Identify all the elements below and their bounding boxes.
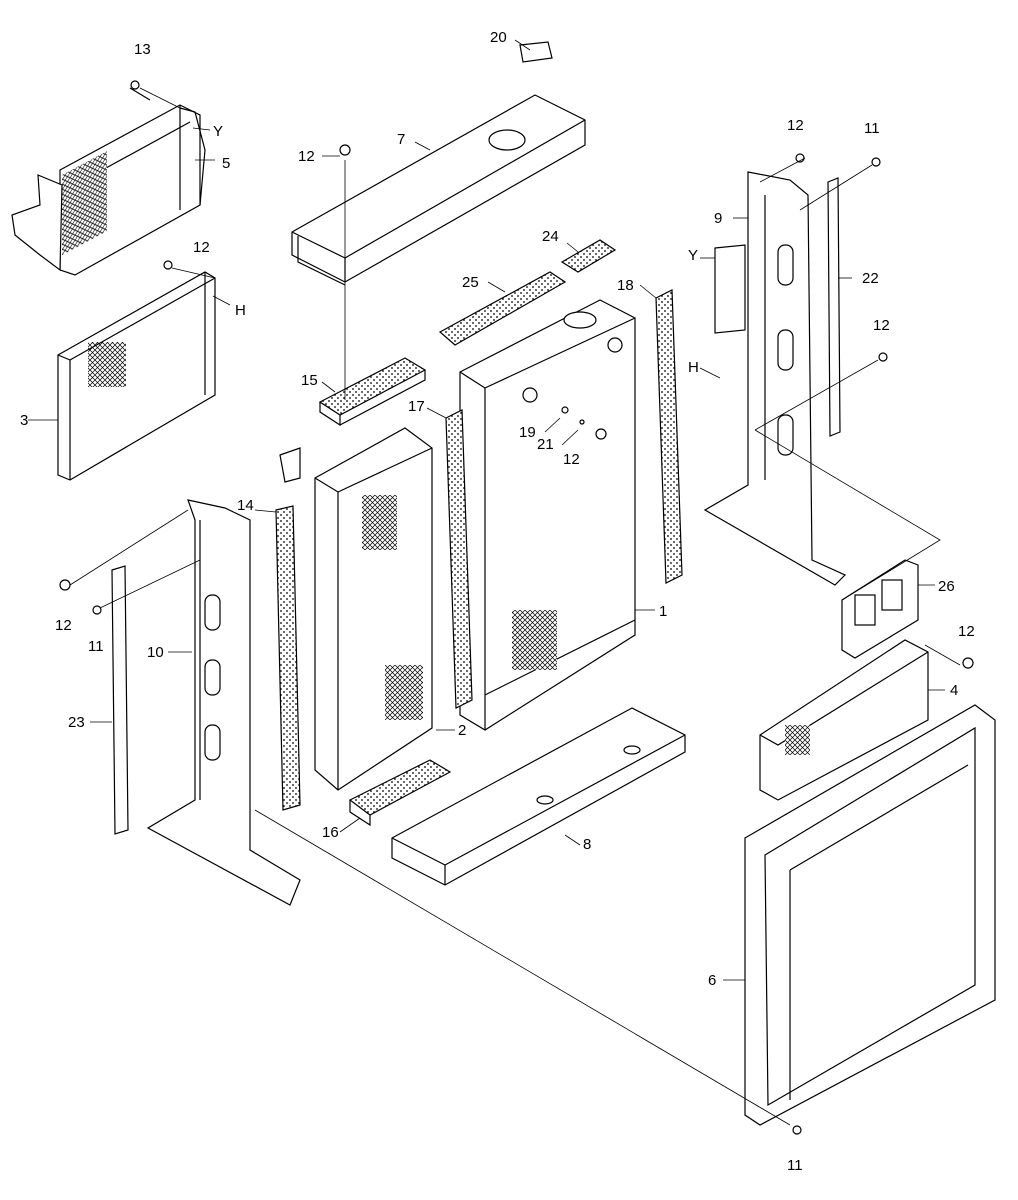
callout-9: 9 — [714, 210, 722, 227]
part-5-intercooler — [11, 87, 206, 276]
callout-24: 24 — [542, 228, 559, 245]
callout-y-b: Y — [688, 247, 698, 264]
callout-leaders — [28, 39, 945, 981]
callout-4: 4 — [950, 682, 958, 699]
callout-11-a: 11 — [88, 638, 104, 655]
part-1-radiator — [459, 299, 636, 731]
part-26-gasket — [841, 559, 919, 659]
callout-14: 14 — [237, 497, 254, 514]
callout-23: 23 — [68, 714, 85, 731]
callout-11-c: 11 — [787, 1157, 803, 1174]
part-9-right-bracket — [703, 171, 847, 586]
bolts — [59, 80, 974, 1135]
part-10-side-bracket — [146, 499, 301, 906]
callout-12-g: 12 — [958, 623, 975, 640]
part-17-strip — [445, 409, 473, 709]
part-8-bottom-tray — [391, 707, 686, 886]
part-14-strip — [275, 505, 301, 811]
callout-12-c: 12 — [563, 451, 580, 468]
callout-18: 18 — [617, 277, 634, 294]
callout-h-a: H — [235, 302, 246, 319]
callout-3: 3 — [20, 412, 28, 429]
part-18-strip — [655, 289, 683, 584]
callout-11-b: 11 — [864, 120, 880, 137]
callout-12-a: 12 — [193, 239, 210, 256]
callout-6: 6 — [708, 972, 716, 989]
callout-8: 8 — [583, 836, 591, 853]
part-23-strip — [111, 565, 129, 835]
part-7-top-cover — [291, 94, 586, 286]
callout-25: 25 — [462, 274, 479, 291]
part-20-plate — [519, 41, 553, 63]
callout-h-b: H — [688, 359, 699, 376]
part-3-cooler-frame — [57, 271, 216, 481]
callout-10: 10 — [147, 644, 164, 661]
callout-7: 7 — [397, 131, 405, 148]
callout-2: 2 — [458, 722, 466, 739]
callout-1: 1 — [659, 603, 667, 620]
callout-19: 19 — [519, 424, 536, 441]
callout-12-b: 12 — [298, 148, 315, 165]
callout-12-d: 12 — [55, 617, 72, 634]
part-6-shroud-frame — [744, 704, 996, 1126]
callout-labels: 13 Y 5 12 H 3 20 7 12 24 25 18 15 17 19 … — [20, 29, 975, 1174]
part-16-pad — [348, 759, 452, 816]
callout-12-e: 12 — [787, 117, 804, 134]
callout-13: 13 — [134, 41, 151, 58]
part-25-pad — [438, 271, 567, 346]
callout-22: 22 — [862, 270, 879, 287]
part-24-pad — [560, 239, 617, 273]
part-4-small-cooler — [759, 639, 929, 801]
callout-y-a: Y — [213, 123, 223, 140]
callout-15: 15 — [301, 372, 318, 389]
callout-16: 16 — [322, 824, 339, 841]
part-2-oil-cooler — [279, 427, 433, 791]
callout-17: 17 — [408, 398, 425, 415]
callout-12-f: 12 — [873, 317, 890, 334]
callout-21: 21 — [537, 436, 554, 453]
part-22-strip — [827, 177, 841, 437]
callout-20: 20 — [490, 29, 507, 46]
callout-26: 26 — [938, 578, 955, 595]
assembly-lines — [69, 87, 961, 1126]
callout-5: 5 — [222, 155, 230, 172]
